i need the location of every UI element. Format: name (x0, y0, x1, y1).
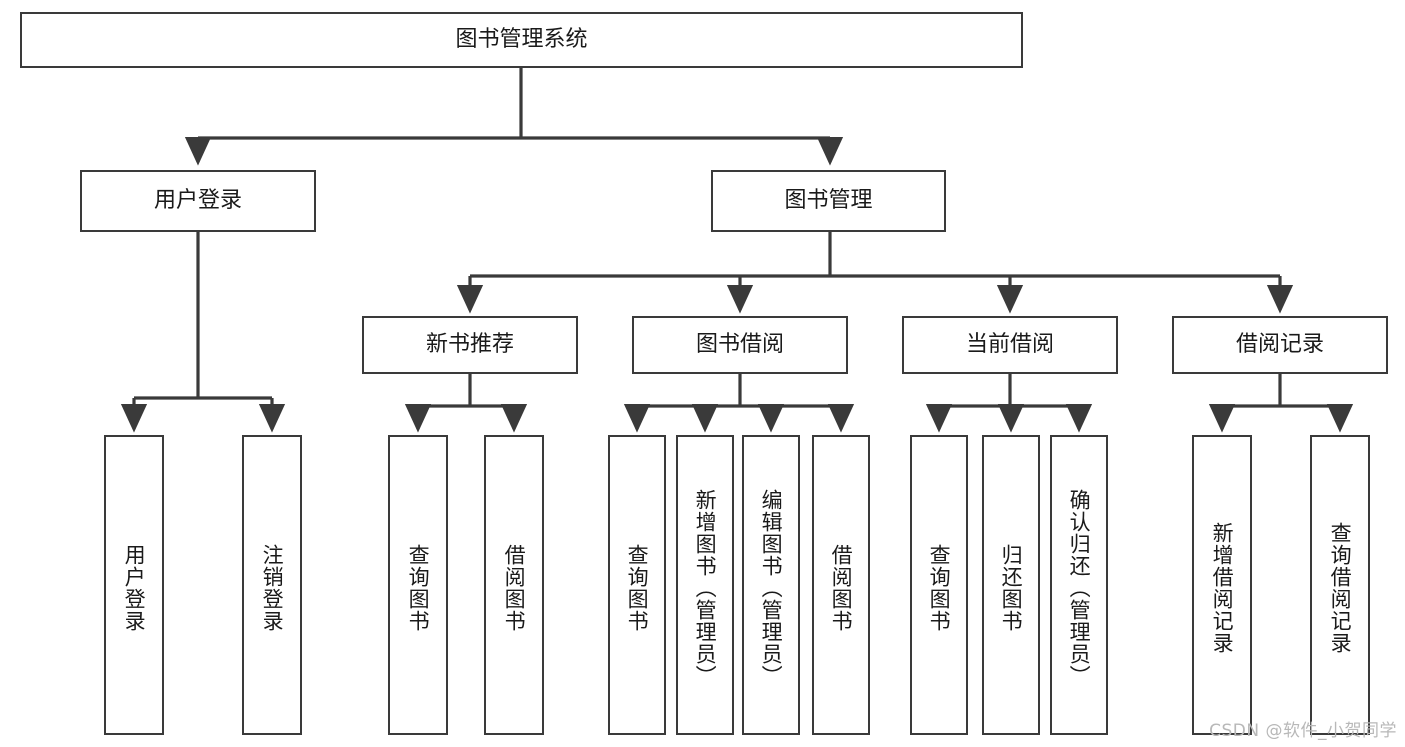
node-leaf-query-book-3[interactable]: 查询图书 (910, 435, 968, 735)
node-leaf-user-login-label: 用户登录 (122, 544, 147, 632)
node-leaf-query-book-2[interactable]: 查询图书 (608, 435, 666, 735)
node-leaf-query-record-label: 查询借阅记录 (1328, 522, 1353, 654)
node-leaf-query-book-2-label: 查询图书 (625, 544, 650, 632)
node-leaf-confirm-return[interactable]: 确认归还（管理员） (1050, 435, 1108, 735)
node-leaf-query-book-1[interactable]: 查询图书 (388, 435, 448, 735)
node-new-book-recommend[interactable]: 新书推荐 (362, 316, 578, 374)
node-leaf-add-book-label: 新增图书（管理员） (693, 489, 718, 687)
node-leaf-query-book-1-label: 查询图书 (406, 544, 431, 632)
node-leaf-edit-book[interactable]: 编辑图书（管理员） (742, 435, 800, 735)
node-user-login-label: 用户登录 (153, 187, 242, 213)
node-leaf-user-logout[interactable]: 注销登录 (242, 435, 302, 735)
node-leaf-add-record[interactable]: 新增借阅记录 (1192, 435, 1252, 735)
node-book-borrow-label: 图书借阅 (695, 331, 784, 357)
node-leaf-query-record[interactable]: 查询借阅记录 (1310, 435, 1370, 735)
node-user-login[interactable]: 用户登录 (80, 170, 316, 232)
node-root-label: 图书管理系统 (455, 26, 588, 52)
node-new-book-recommend-label: 新书推荐 (425, 331, 514, 357)
node-book-borrow[interactable]: 图书借阅 (632, 316, 848, 374)
node-book-manage[interactable]: 图书管理 (711, 170, 946, 232)
node-borrow-record[interactable]: 借阅记录 (1172, 316, 1388, 374)
node-book-manage-label: 图书管理 (784, 187, 873, 213)
node-leaf-query-book-3-label: 查询图书 (927, 544, 952, 632)
node-leaf-confirm-return-label: 确认归还（管理员） (1067, 489, 1092, 687)
node-leaf-user-logout-label: 注销登录 (260, 544, 285, 632)
node-borrow-record-label: 借阅记录 (1235, 331, 1324, 357)
node-leaf-borrow-book-1-label: 借阅图书 (502, 544, 527, 632)
node-leaf-user-login[interactable]: 用户登录 (104, 435, 164, 735)
node-root[interactable]: 图书管理系统 (20, 12, 1023, 68)
node-leaf-borrow-book-1[interactable]: 借阅图书 (484, 435, 544, 735)
node-leaf-return-book-label: 归还图书 (999, 544, 1024, 632)
node-leaf-borrow-book-2-label: 借阅图书 (829, 544, 854, 632)
node-leaf-return-book[interactable]: 归还图书 (982, 435, 1040, 735)
node-leaf-add-record-label: 新增借阅记录 (1210, 522, 1235, 654)
node-current-borrow-label: 当前借阅 (965, 331, 1054, 357)
node-leaf-edit-book-label: 编辑图书（管理员） (759, 489, 784, 687)
node-leaf-borrow-book-2[interactable]: 借阅图书 (812, 435, 870, 735)
node-current-borrow[interactable]: 当前借阅 (902, 316, 1118, 374)
node-leaf-add-book[interactable]: 新增图书（管理员） (676, 435, 734, 735)
